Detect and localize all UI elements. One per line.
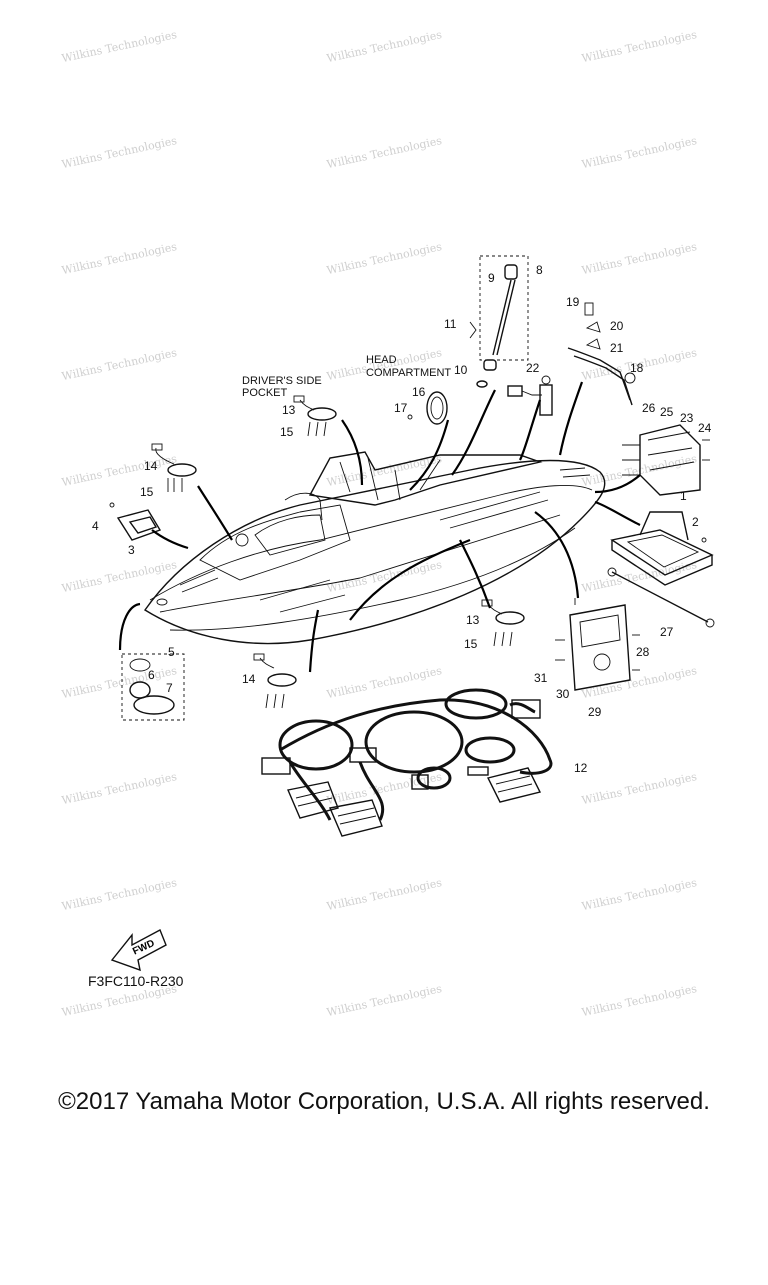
grab-handle-part [567, 302, 636, 406]
watermark-text: Wilkins Technologies [61, 28, 179, 65]
callout: 29 [588, 705, 602, 719]
watermark-text: Wilkins Technologies [61, 346, 179, 383]
callout: 30 [556, 687, 570, 701]
watermark-text: Wilkins Technologies [581, 982, 699, 1019]
callout: 26 [642, 401, 656, 415]
watermark-text: Wilkins Technologies [326, 876, 444, 913]
watermark-text: Wilkins Technologies [61, 876, 179, 913]
diagram-code: F3FC110-R230 [88, 973, 184, 989]
callout: 18 [630, 361, 644, 375]
fwd-arrow-icon: FWD [110, 929, 167, 972]
fwd-label: FWD [131, 938, 156, 958]
callout-numbers: 1 2 3 4 5 6 7 8 9 10 11 12 13 13 14 14 1… [92, 263, 712, 775]
watermark-text: Wilkins Technologies [326, 134, 444, 171]
callout: 4 [92, 519, 99, 533]
callout: 11 [444, 317, 457, 331]
watermark-text: Wilkins Technologies [581, 558, 699, 595]
callout: 2 [692, 515, 699, 529]
callout: 25 [660, 405, 674, 419]
round-cover-part [407, 391, 448, 425]
watermark-text: Wilkins Technologies [61, 134, 179, 171]
watermark-text: Wilkins Technologies [581, 28, 699, 65]
watermark-text: Wilkins Technologies [326, 28, 444, 65]
callout: 15 [464, 637, 478, 651]
callout: 27 [660, 625, 674, 639]
watermark-text: Wilkins Technologies [326, 664, 444, 701]
callout: 31 [534, 671, 548, 685]
callout: 13 [466, 613, 480, 627]
courtesy-light-group [151, 395, 525, 709]
callout: 10 [454, 363, 468, 377]
callout: 12 [574, 761, 588, 775]
callout: 28 [636, 645, 650, 659]
watermark-text: Wilkins Technologies [61, 240, 179, 277]
harness-connectors [261, 699, 542, 837]
callout: 20 [610, 319, 624, 333]
battery-cable-part [607, 567, 715, 628]
callout: 8 [536, 263, 543, 277]
callout: 17 [394, 401, 408, 415]
callout: 23 [680, 411, 694, 425]
callout: 7 [166, 681, 173, 695]
head-compartment-label-1: HEAD [366, 354, 397, 366]
antenna-part [469, 255, 529, 388]
callout: 13 [282, 403, 296, 417]
watermark-text: Wilkins Technologies [581, 240, 699, 277]
callout: 15 [140, 485, 154, 499]
pointer-arrows [118, 381, 641, 673]
battery-tray-part [610, 511, 714, 586]
callout: 6 [148, 668, 155, 682]
bow-light-part [109, 502, 162, 541]
callout: 1 [680, 489, 687, 503]
drivers-side-pocket-label-1: DRIVER'S SIDE [242, 375, 322, 387]
callout: 3 [128, 543, 135, 557]
wiring-harness [261, 688, 553, 837]
callout: 22 [526, 361, 540, 375]
switch-part [507, 375, 553, 416]
callout: 9 [488, 271, 495, 285]
watermark-text: Wilkins Technologies [581, 876, 699, 913]
watermark-text: Wilkins Technologies [326, 558, 444, 595]
watermark-text: Wilkins Technologies [581, 134, 699, 171]
watermark-text: Wilkins Technologies [326, 982, 444, 1019]
drivers-side-pocket-label-2: POCKET [242, 387, 288, 399]
watermark-text: Wilkins Technologies [61, 664, 179, 701]
callout: 15 [280, 425, 294, 439]
watermark-text: Wilkins Technologies [326, 240, 444, 277]
head-compartment-label-2: COMPARTMENT [366, 367, 451, 379]
callout: 21 [610, 341, 624, 355]
callout: 16 [412, 385, 426, 399]
horn-assembly-part [121, 653, 185, 721]
watermark-text: Wilkins Technologies [581, 770, 699, 807]
callout: 24 [698, 421, 712, 435]
callout: 5 [168, 645, 175, 659]
callout: 14 [242, 672, 256, 686]
watermark-text: Wilkins Technologies [61, 770, 179, 807]
callout: 14 [144, 459, 158, 473]
copyright-notice: ©2017 Yamaha Motor Corporation, U.S.A. A… [58, 1088, 710, 1115]
control-unit-part [555, 598, 640, 691]
boat-hull [144, 451, 606, 645]
callout: 19 [566, 295, 580, 309]
